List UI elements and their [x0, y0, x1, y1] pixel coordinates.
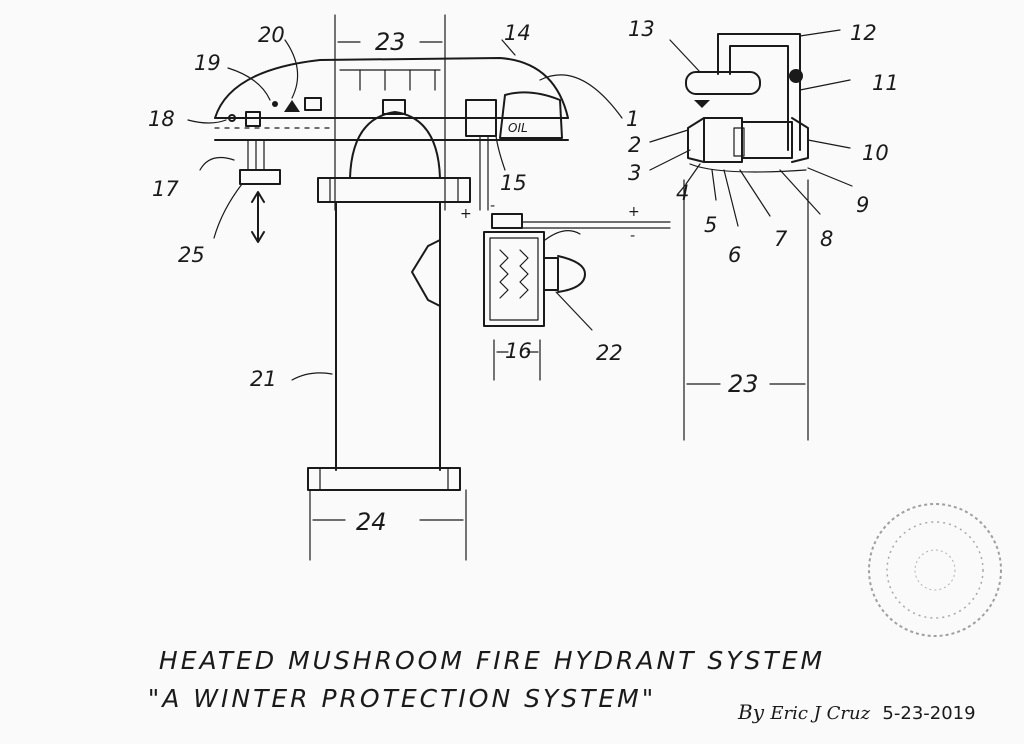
- control-and-oil-tank: OIL: [465, 91, 563, 211]
- label-18: 18: [148, 107, 175, 131]
- label-7: 7: [774, 227, 788, 251]
- label-4: 4: [676, 181, 689, 205]
- signature-by: By: [738, 700, 764, 724]
- label-13: 13: [628, 17, 655, 41]
- label-19: 19: [194, 51, 221, 75]
- label-1: 1: [626, 107, 639, 131]
- dimension-23-top: [334, 14, 446, 211]
- oil-label: OIL: [508, 121, 528, 135]
- label-11: 11: [872, 71, 899, 95]
- label-17: 17: [152, 177, 179, 201]
- heater-unit: [483, 213, 671, 381]
- label-21: 21: [250, 367, 277, 391]
- polarity-marks: + - + -: [460, 198, 640, 244]
- left-components: [228, 97, 322, 243]
- signature-name: Eric J Cruz: [770, 703, 871, 724]
- label-14: 14: [504, 21, 531, 45]
- plus-right: +: [628, 204, 640, 220]
- drawing-subtitle: "A WINTER PROTECTION SYSTEM": [147, 684, 657, 713]
- label-5: 5: [704, 213, 717, 237]
- label-16: 16: [505, 339, 532, 363]
- leader-lines: [187, 29, 853, 381]
- drawing-title: HEATED MUSHROOM FIRE HYDRANT SYSTEM: [158, 646, 826, 675]
- label-2: 2: [628, 133, 641, 157]
- signature-block: By Eric J Cruz 5-23-2019: [738, 700, 976, 724]
- label-10: 10: [862, 141, 889, 165]
- label-24: 24: [356, 508, 387, 536]
- hydrant-barrel: [307, 201, 461, 491]
- minus-right: -: [630, 228, 635, 244]
- label-15: 15: [500, 171, 527, 195]
- mushroom-dome: [214, 57, 569, 141]
- plus-left: +: [460, 206, 472, 222]
- reference-numerals: 1 2 3 4 5 6 7 8 9 10 11 12 13 14 15 16 1…: [148, 17, 899, 536]
- dimension-24: [309, 489, 467, 561]
- hydrant-bonnet: [317, 99, 471, 203]
- label-23-right: 23: [728, 370, 759, 398]
- label-12: 12: [850, 21, 877, 45]
- label-8: 8: [820, 227, 833, 251]
- right-assembly: [683, 33, 809, 441]
- label-3: 3: [628, 161, 641, 185]
- label-23-top: 23: [375, 28, 406, 56]
- label-9: 9: [856, 193, 869, 217]
- signature-date: 5-23-2019: [882, 703, 976, 724]
- minus-left: -: [490, 198, 495, 214]
- label-20: 20: [258, 23, 285, 47]
- notary-seal: [868, 503, 1002, 637]
- label-6: 6: [728, 243, 741, 267]
- label-25: 25: [178, 243, 205, 267]
- label-22: 22: [596, 341, 623, 365]
